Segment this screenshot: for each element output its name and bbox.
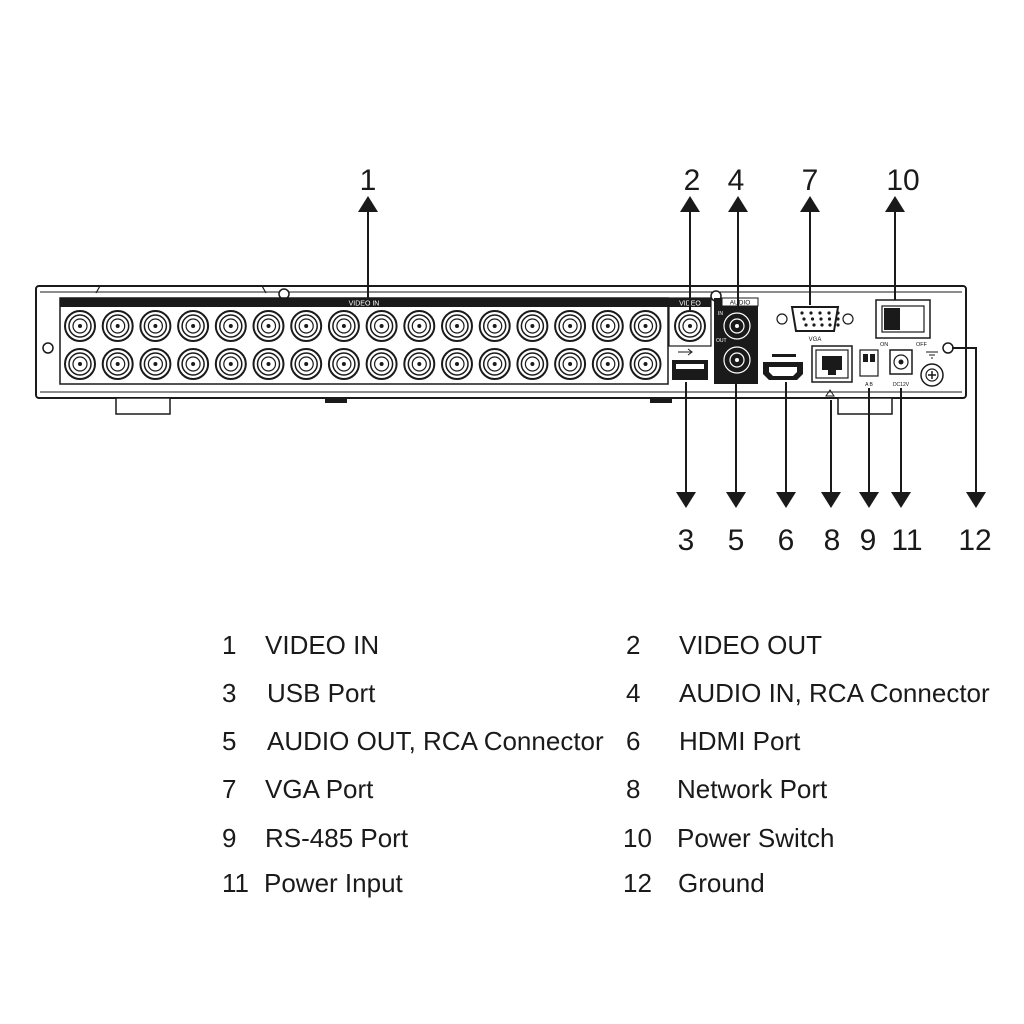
audio-in-label: IN xyxy=(718,311,723,317)
audio-out-label: OUT xyxy=(716,338,727,344)
video-in-bnc-connector[interactable] xyxy=(177,310,210,342)
rs485-port[interactable]: A B xyxy=(859,349,879,388)
video-in-bnc-connector[interactable] xyxy=(139,348,172,380)
rs485-label: A B xyxy=(865,382,873,388)
callout-6: 6 xyxy=(778,524,795,557)
screw-icon xyxy=(42,342,54,354)
vga-label: VGA xyxy=(809,337,822,343)
callout-10: 10 xyxy=(886,164,919,197)
audio-panel: AUDIO IN OUT xyxy=(714,297,759,384)
usb-port[interactable] xyxy=(672,348,708,380)
callout-11: 11 xyxy=(891,524,922,557)
video-in-bnc-connector[interactable] xyxy=(252,310,285,342)
video-in-bnc-connector[interactable] xyxy=(290,348,323,380)
network-icon xyxy=(825,389,835,399)
video-in-bnc-connector[interactable] xyxy=(441,348,473,380)
vga-pin xyxy=(827,311,831,315)
video-in-bnc-connector[interactable] xyxy=(365,310,398,342)
callout-7: 7 xyxy=(802,164,819,197)
video-in-bnc-connector[interactable] xyxy=(554,348,587,380)
video-in-bnc-connector[interactable] xyxy=(403,348,436,380)
video-in-panel-label: VIDEO IN xyxy=(349,301,380,308)
video-in-bnc-connector[interactable] xyxy=(629,310,662,342)
power-input-label: DC12V xyxy=(893,382,910,388)
vga-pin xyxy=(812,323,816,327)
ground-screw-icon xyxy=(942,342,954,354)
bnc-connector-grid xyxy=(64,310,662,380)
video-out-bnc-connector[interactable] xyxy=(674,310,706,342)
video-in-bnc-connector[interactable] xyxy=(214,310,247,342)
video-in-bnc-connector[interactable] xyxy=(403,310,436,342)
power-switch-off-label: OFF xyxy=(916,342,928,348)
video-in-bnc-connector[interactable] xyxy=(516,310,549,342)
callout-3: 3 xyxy=(678,524,695,557)
video-in-bnc-connector[interactable] xyxy=(591,348,624,380)
power-switch[interactable]: ON OFF xyxy=(875,299,931,348)
vga-pin xyxy=(827,317,832,321)
callout-9: 9 xyxy=(860,524,877,557)
power-switch-on-label: ON xyxy=(880,342,888,348)
video-in-bnc-connector[interactable] xyxy=(290,310,323,342)
network-port[interactable] xyxy=(811,345,853,399)
ground-icon xyxy=(926,351,938,359)
vga-pin xyxy=(802,317,806,321)
power-input[interactable]: DC12V xyxy=(889,349,913,388)
vga-pin xyxy=(809,311,813,315)
usb-icon xyxy=(678,348,693,356)
video-in-bnc-connector[interactable] xyxy=(101,310,134,342)
video-in-bnc-connector[interactable] xyxy=(554,310,587,342)
video-in-bnc-connector[interactable] xyxy=(629,348,662,380)
hdmi-port[interactable] xyxy=(763,354,803,380)
vga-pin xyxy=(804,323,808,327)
callout-12: 12 xyxy=(958,524,991,557)
audio-in-rca-connector[interactable] xyxy=(723,312,751,340)
video-in-bnc-connector[interactable] xyxy=(365,348,398,380)
vga-pin xyxy=(836,323,840,327)
vga-pin xyxy=(828,323,832,327)
video-in-bnc-connector[interactable] xyxy=(327,310,360,342)
video-in-bnc-connector[interactable] xyxy=(64,348,96,380)
callout-2: 2 xyxy=(684,164,701,197)
vga-pin xyxy=(836,311,840,315)
vga-port[interactable]: VGA xyxy=(776,306,854,343)
audio-out-rca-connector[interactable] xyxy=(723,346,751,374)
ground-terminal[interactable] xyxy=(920,351,944,387)
callout-4: 4 xyxy=(728,164,745,197)
callout-leaders xyxy=(358,196,986,508)
video-in-bnc-connector[interactable] xyxy=(516,348,549,380)
callout-8: 8 xyxy=(824,524,841,557)
video-in-bnc-connector[interactable] xyxy=(591,310,624,342)
callout-1: 1 xyxy=(360,164,377,197)
vga-pin xyxy=(819,317,823,321)
video-in-bnc-connector[interactable] xyxy=(327,348,360,380)
audio-panel-label: AUDIO xyxy=(730,300,751,307)
video-in-bnc-connector[interactable] xyxy=(64,310,96,342)
callout-numbers: 1 2 4 7 10 3 5 6 8 9 11 12 xyxy=(360,164,992,557)
vga-pins xyxy=(800,311,840,327)
video-in-bnc-connector[interactable] xyxy=(478,348,511,380)
video-in-bnc-connector[interactable] xyxy=(101,348,134,380)
callout-5: 5 xyxy=(728,524,745,557)
video-in-bnc-connector[interactable] xyxy=(441,310,473,342)
video-in-bnc-connector[interactable] xyxy=(177,348,210,380)
video-in-bnc-connector[interactable] xyxy=(214,348,247,380)
video-in-bnc-connector[interactable] xyxy=(139,310,172,342)
video-in-panel: VIDEO IN xyxy=(59,297,669,385)
video-in-bnc-connector[interactable] xyxy=(478,310,511,342)
video-in-bnc-connector[interactable] xyxy=(252,348,285,380)
vga-pin xyxy=(836,317,840,321)
vga-pin xyxy=(818,311,822,315)
vga-pin xyxy=(820,323,824,327)
vga-pin xyxy=(810,317,815,321)
vga-pin xyxy=(800,311,804,315)
hdmi-icon xyxy=(772,354,796,357)
